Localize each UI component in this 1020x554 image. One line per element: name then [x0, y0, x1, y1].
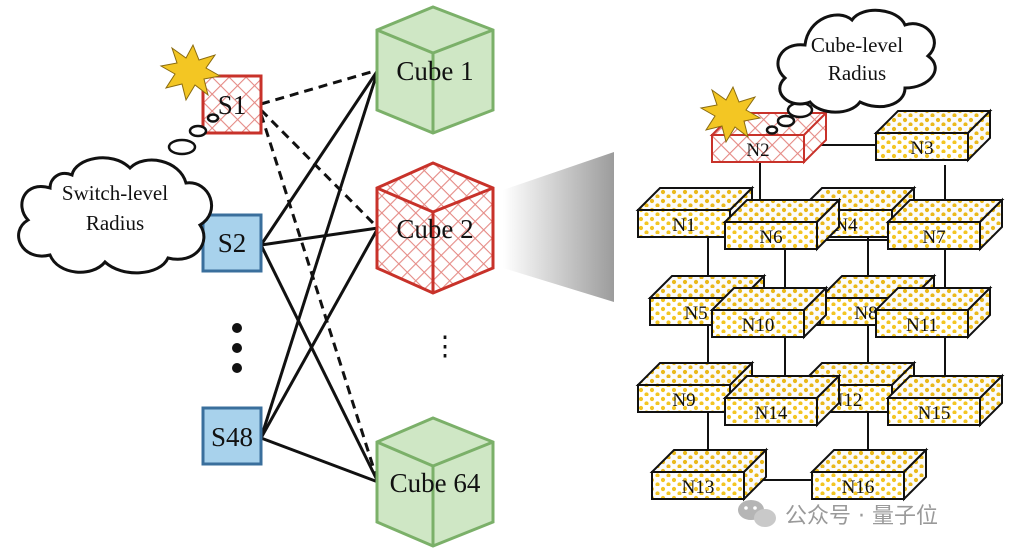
- link-s1-cube1: [260, 68, 379, 106]
- link-s2-cube2: [260, 226, 379, 247]
- node-n14: N14: [722, 373, 842, 428]
- failure-star-icon: [159, 43, 222, 102]
- watermark: 公众号 · 量子位: [738, 500, 938, 529]
- cube-64-label: Cube 64: [390, 468, 481, 498]
- thought-bubble-dots-right: [765, 101, 814, 135]
- node-n2: N2: [709, 110, 829, 165]
- node-n7-label: N7: [922, 227, 945, 248]
- cloud-switch-line2: Radius: [86, 211, 144, 235]
- switch-s48: S48: [201, 406, 263, 466]
- switch-ellipsis: [232, 323, 242, 373]
- cube-64: Cube 64: [375, 416, 495, 548]
- cube-2: Cube 2: [375, 161, 495, 295]
- node-n4-label: N4: [834, 215, 858, 236]
- node-n13-label: N13: [682, 477, 715, 498]
- zoom-beam: [503, 152, 614, 302]
- link-s48-cube64: [260, 436, 379, 484]
- node-n13: N13: [649, 447, 769, 502]
- cloud-cube-line1: Cube-level: [811, 33, 903, 57]
- thought-bubble-dots: [167, 113, 220, 156]
- switch-s2-label: S2: [218, 228, 247, 258]
- cloud-switch-level: Switch-level Radius: [17, 156, 213, 275]
- link-s48-cube1: [259, 69, 380, 439]
- node-n2-label: N2: [746, 140, 769, 161]
- link-group: [259, 68, 380, 484]
- link-s2-cube64: [259, 244, 380, 483]
- node-failure-star-icon: [699, 85, 762, 144]
- switch-s48-label: S48: [211, 422, 253, 452]
- cloud-cube-line2: Radius: [828, 61, 886, 85]
- node-n3-label: N3: [910, 138, 933, 159]
- node-n15: N15: [885, 373, 1005, 428]
- cloud-switch-line1: Switch-level: [62, 181, 168, 205]
- node-n16: N16: [809, 447, 929, 502]
- cube-1-label: Cube 1: [396, 56, 473, 86]
- node-n14-label: N14: [755, 403, 788, 424]
- link-s1-cube64: [259, 113, 380, 483]
- cube-1: Cube 1: [375, 5, 495, 135]
- node-n10: N10: [709, 285, 829, 340]
- node-n6: N6: [722, 197, 842, 252]
- switch-s1-label: S1: [218, 90, 247, 120]
- node-n11: N11: [873, 285, 993, 340]
- node-n8-label: N8: [854, 303, 877, 324]
- node-n16-label: N16: [842, 477, 875, 498]
- node-n1-label: N1: [672, 215, 695, 236]
- node-n11-label: N11: [906, 315, 938, 336]
- switch-s2: S2: [201, 213, 263, 273]
- node-n10-label: N10: [742, 315, 775, 336]
- node-n15-label: N15: [918, 403, 951, 424]
- link-s2-cube1: [259, 69, 380, 246]
- node-n9-label: N9: [672, 390, 695, 411]
- link-s1-cube2: [259, 108, 380, 230]
- node-n6-label: N6: [759, 227, 782, 248]
- node-n7: N7: [885, 197, 1005, 252]
- cube-2-label: Cube 2: [396, 214, 473, 244]
- cloud-cube-level: Cube-level Radius: [776, 8, 937, 114]
- node-n5-label: N5: [684, 303, 707, 324]
- switch-s1: S1: [201, 74, 263, 135]
- watermark-text: 公众号 · 量子位: [785, 504, 938, 529]
- node-n1: N1: [635, 185, 755, 240]
- node-n3: N3: [873, 108, 993, 163]
- wechat-icon: [738, 500, 776, 527]
- link-s48-cube2: [259, 227, 380, 439]
- cube-ellipsis: ⋮: [432, 331, 459, 361]
